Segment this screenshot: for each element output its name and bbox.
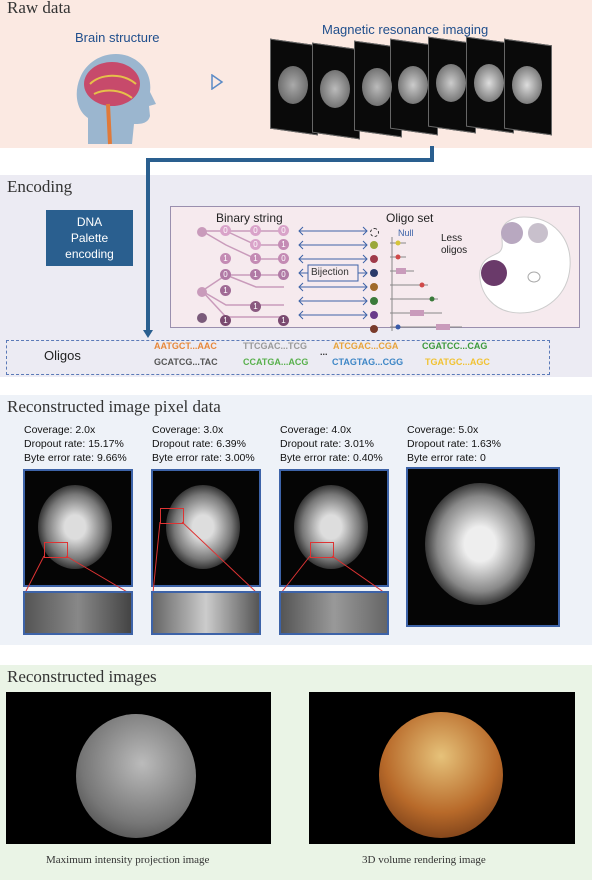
oligo-dot	[370, 241, 378, 249]
oligo-sequence: TTCGAC...TCG	[243, 341, 307, 351]
mri-head	[38, 485, 112, 569]
pixel-data-title: Reconstructed image pixel data	[7, 397, 221, 416]
flow-connector	[143, 146, 434, 338]
zoom-detail-4x	[279, 591, 389, 635]
mri-brain	[278, 66, 308, 104]
oligo-sequence: CGATCC...CAG	[422, 341, 488, 351]
oligo-strands	[390, 237, 462, 331]
oligo-sequence: CTAGTAG...CGG	[332, 357, 404, 367]
tree-root-node	[197, 313, 207, 323]
binary-digit: 1	[250, 301, 261, 312]
binary-digit: 0	[220, 225, 231, 236]
raw-data-title: Raw data	[7, 0, 71, 17]
oligo-dot	[370, 297, 378, 305]
ellipsis: ...	[320, 347, 328, 357]
binary-string-label: Binary string	[216, 211, 283, 225]
oligo-dot	[370, 325, 378, 333]
dropout-text: Dropout rate: 3.01%	[280, 438, 374, 450]
binary-digit: 0	[278, 253, 289, 264]
zoom-region-marker	[310, 542, 334, 558]
oligos-label: Oligos	[44, 348, 81, 363]
encoding-title: Encoding	[7, 177, 73, 196]
tree-root-node	[197, 287, 207, 297]
oligo-dot	[370, 255, 378, 263]
binary-digit: 1	[220, 253, 231, 264]
binary-digit: 1	[250, 269, 261, 280]
dropout-text: Dropout rate: 15.17%	[24, 438, 124, 450]
oligo-sequence: ATCGAC...CGA	[333, 341, 399, 351]
zoom-detail-3x	[151, 591, 261, 635]
zoom-detail-2x	[23, 591, 133, 635]
head-illustration	[76, 54, 156, 145]
binary-digit: 0	[278, 225, 289, 236]
oligo-dot	[370, 283, 378, 291]
reconstructed-section: Reconstructed images Maximum intensity p…	[0, 665, 592, 880]
zoom-lines	[24, 521, 386, 594]
dropout-text: Dropout rate: 1.63%	[407, 438, 501, 450]
mri-brain	[398, 66, 428, 104]
binary-digit: 0	[250, 239, 261, 250]
mri-label: Magnetic resonance imaging	[322, 22, 489, 37]
null-label: Null	[398, 228, 414, 238]
coverage-text: Coverage: 5.0x	[407, 424, 479, 436]
binary-digit: 0	[250, 225, 261, 236]
mri-head	[294, 485, 368, 569]
tree-root-node	[197, 227, 207, 237]
encoding-section: Encoding DNA Palette encoding Binary str…	[0, 175, 592, 377]
coverage-text: Coverage: 4.0x	[280, 424, 352, 436]
byte-error-text: Byte error rate: 3.00%	[152, 452, 255, 464]
mri-brain	[474, 64, 504, 102]
byte-error-text: Byte error rate: 0.40%	[280, 452, 383, 464]
mri-head	[425, 483, 535, 605]
byte-error-text: Byte error rate: 9.66%	[24, 452, 127, 464]
binary-digit: 1	[278, 315, 289, 326]
mri-brain	[320, 70, 350, 108]
null-dot	[370, 228, 379, 237]
coverage-text: Coverage: 3.0x	[152, 424, 224, 436]
reconstructed-title: Reconstructed images	[7, 667, 157, 686]
volume-caption: 3D volume rendering image	[362, 854, 486, 866]
raw-data-section: Raw data Brain structure Magnetic resona…	[0, 0, 592, 148]
oligo-sequence: CCATGA...ACG	[243, 357, 309, 367]
oligo-dot	[370, 311, 378, 319]
dropout-text: Dropout rate: 6.39%	[152, 438, 246, 450]
binary-digit: 1	[250, 253, 261, 264]
binary-digit: 1	[278, 239, 289, 250]
binary-digit: 0	[220, 269, 231, 280]
bijection-arrows	[298, 226, 368, 320]
arrow-icon	[211, 74, 224, 90]
mip-caption: Maximum intensity projection image	[46, 854, 210, 866]
mip-skull	[76, 714, 196, 838]
less-oligos-label: Less oligos	[441, 233, 468, 256]
mri-brain	[362, 68, 392, 106]
bijection-label: Bijection	[311, 267, 349, 278]
oligo-sequence: GCATCG...TAC	[154, 357, 218, 367]
oligo-sequence: AATGCT...AAC	[154, 341, 217, 351]
volume-head	[379, 712, 503, 838]
oligos-box	[6, 340, 550, 375]
oligo-sequence: TGATGC...AGC	[425, 357, 490, 367]
mri-brain	[436, 64, 466, 102]
coverage-text: Coverage: 2.0x	[24, 424, 96, 436]
binary-digit: 1	[220, 285, 231, 296]
volume-render-image	[309, 692, 575, 844]
oligo-dot	[370, 269, 378, 277]
binary-digit: 0	[278, 269, 289, 280]
binary-digit: 1	[220, 315, 231, 326]
byte-error-text: Byte error rate: 0	[407, 452, 486, 464]
mri-head	[166, 485, 240, 569]
dna-palette-box: DNA Palette encoding	[46, 210, 133, 266]
oligo-set-label: Oligo set	[386, 211, 434, 225]
brain-structure-label: Brain structure	[75, 30, 160, 45]
pixel-data-section: Reconstructed image pixel data Coverage:…	[0, 395, 592, 645]
palette-illustration	[479, 216, 571, 314]
mip-image	[6, 692, 271, 844]
zoom-region-marker	[160, 508, 184, 524]
zoom-region-marker	[44, 542, 68, 558]
mri-brain	[512, 66, 542, 104]
